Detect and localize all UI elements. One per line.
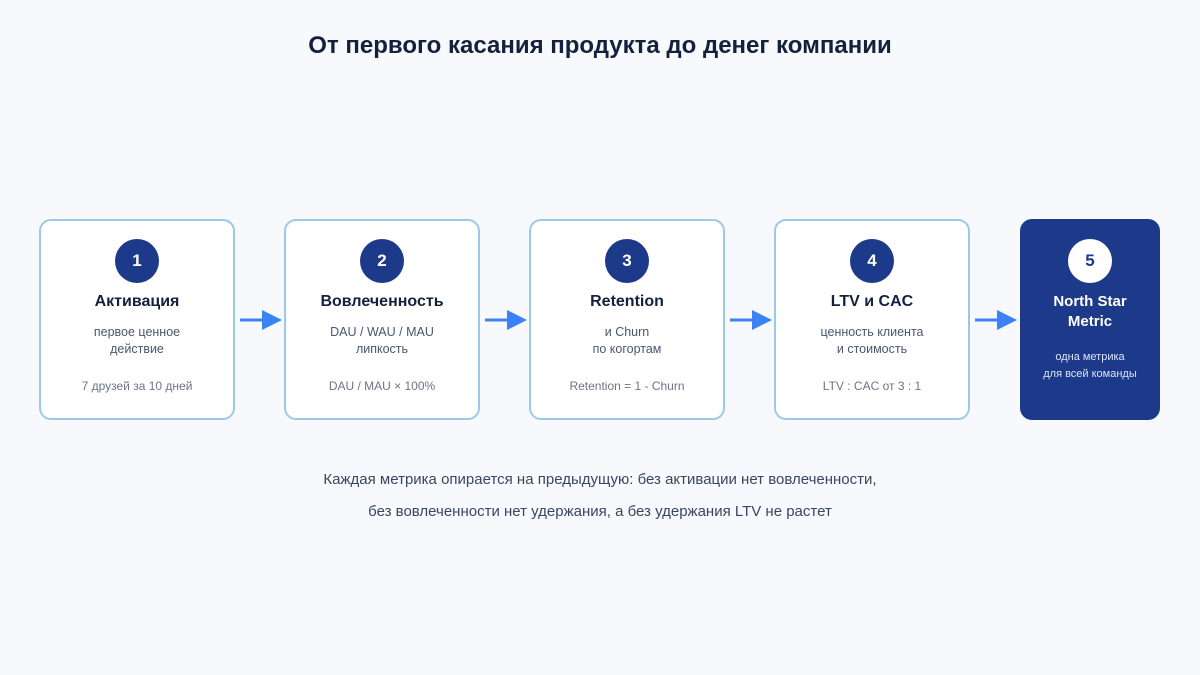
step-description-line: одна метрика bbox=[1055, 351, 1125, 363]
step-title: Активация bbox=[94, 293, 180, 310]
step-description-line: первое ценное bbox=[93, 325, 181, 339]
step-description: и Churn по когортам bbox=[531, 324, 723, 358]
step-description-line: для всей команды bbox=[1043, 368, 1137, 380]
step-title: LTV и CAC bbox=[830, 293, 914, 310]
step-number-badge: 4 bbox=[850, 239, 894, 283]
step-description: ценность клиента и стоимость bbox=[776, 324, 968, 358]
step-description-line: по когортам bbox=[592, 342, 662, 356]
step-description: первое ценное действие bbox=[41, 324, 233, 358]
step-description-line: DAU / WAU / MAU bbox=[330, 325, 434, 339]
step-formula: 7 друзей за 10 дней bbox=[81, 379, 193, 393]
step-description-line: ценность клиента bbox=[820, 325, 924, 339]
step-title-line: Metric bbox=[1067, 313, 1113, 330]
step-title: Вовлеченность bbox=[320, 293, 444, 310]
step-description-line: и стоимость bbox=[836, 342, 908, 356]
step-description-line: липкость bbox=[355, 342, 409, 356]
step-card-retention: 3 Retention и Churn по когортам Retentio… bbox=[529, 219, 725, 420]
footer-caption-line: без вовлеченности нет удержания, а без у… bbox=[368, 503, 832, 520]
step-number-badge: 5 bbox=[1068, 239, 1112, 283]
arrow-right-icon bbox=[485, 310, 527, 330]
arrow-right-icon bbox=[730, 310, 772, 330]
step-card-ltv-cac: 4 LTV и CAC ценность клиента и стоимость… bbox=[774, 219, 970, 420]
step-card-north-star: 5 North Star Metric одна метрика для все… bbox=[1020, 219, 1160, 420]
footer-caption-line: Каждая метрика опирается на предыдущую: … bbox=[323, 471, 877, 488]
step-description-line: и Churn bbox=[604, 325, 650, 339]
arrow-right-icon bbox=[975, 310, 1017, 330]
step-title: North Star Metric bbox=[1022, 292, 1158, 332]
step-title: Retention bbox=[590, 293, 664, 310]
step-card-engagement: 2 Вовлеченность DAU / WAU / MAU липкость… bbox=[284, 219, 480, 420]
step-formula: DAU / MAU × 100% bbox=[328, 379, 436, 393]
step-description: DAU / WAU / MAU липкость bbox=[286, 324, 478, 358]
page-title: От первого касания продукта до денег ком… bbox=[308, 32, 892, 59]
step-number-badge: 1 bbox=[115, 239, 159, 283]
step-formula: Retention = 1 - Churn bbox=[569, 379, 685, 393]
step-card-activation: 1 Активация первое ценное действие 7 дру… bbox=[39, 219, 235, 420]
arrow-right-icon bbox=[240, 310, 282, 330]
step-number-badge: 2 bbox=[360, 239, 404, 283]
step-formula: LTV : CAC от 3 : 1 bbox=[822, 379, 922, 393]
step-description: одна метрика для всей команды bbox=[1022, 349, 1158, 383]
step-number-badge: 3 bbox=[605, 239, 649, 283]
footer-caption: Каждая метрика опирается на предыдущую: … bbox=[0, 464, 1200, 528]
step-description-line: действие bbox=[110, 342, 164, 356]
step-title-line: North Star bbox=[1053, 293, 1127, 310]
